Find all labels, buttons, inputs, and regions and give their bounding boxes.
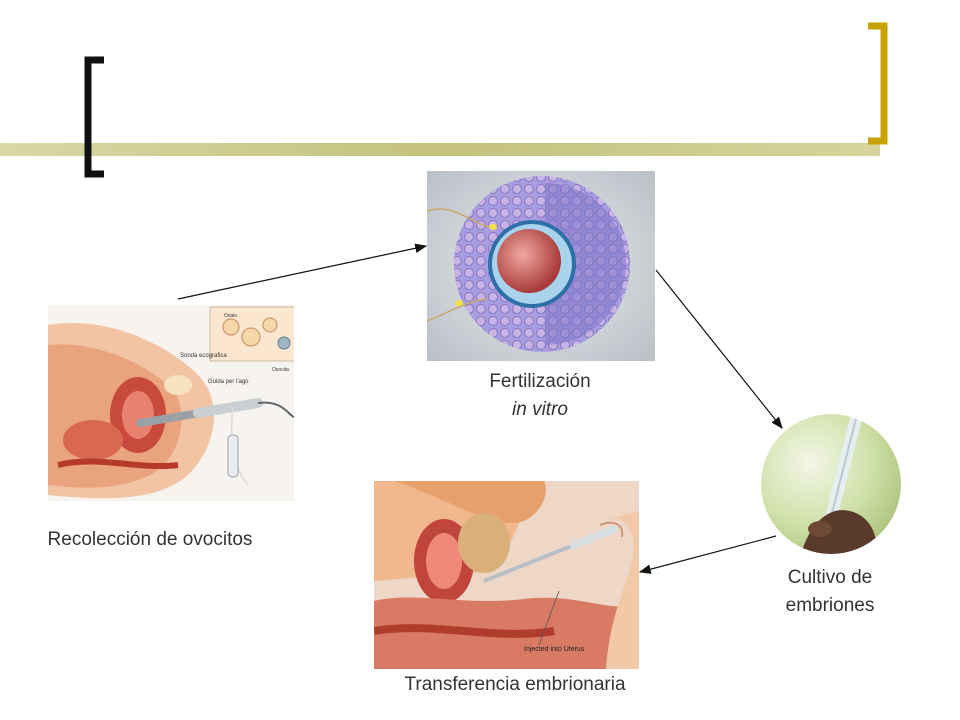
- arrow-cultivo-to-transferencia: [638, 535, 777, 574]
- left-bracket: [84, 56, 104, 178]
- arrow-recoleccion-to-fertilizacion: [177, 243, 428, 300]
- transferencia-caption: Transferencia embrionaria: [380, 671, 650, 699]
- header-band: [0, 143, 880, 156]
- fertilizacion-caption: Fertilización in vitro: [440, 368, 640, 424]
- cultivo-illustration: [761, 414, 901, 554]
- recoleccion-caption: Recolección de ovocitos: [30, 526, 270, 554]
- fertilizacion-illustration: [427, 171, 655, 361]
- sonda-label: Sonda ecografica: [180, 353, 227, 359]
- injected-label: Injected into Uterus: [524, 646, 585, 653]
- right-bracket: [868, 22, 888, 145]
- guida-label: Guida per l'ago: [208, 379, 249, 385]
- transferencia-caption-text: Transferencia embrionaria: [404, 674, 626, 695]
- arrow-fertilizacion-to-cultivo: [655, 269, 783, 429]
- cultivo-caption: Cultivo de embriones: [760, 564, 900, 620]
- ovocita-label: Ovocita: [272, 367, 289, 373]
- fertilizacion-caption-line1: Fertilización: [489, 371, 591, 392]
- cultivo-caption-line1: Cultivo de: [787, 567, 873, 588]
- transferencia-illustration: Injected into Uterus: [374, 481, 639, 669]
- ovaio-label: Ovaio: [224, 313, 237, 319]
- recoleccion-illustration: Sonda ecografica Guida per l'ago Ovaio O…: [48, 305, 294, 501]
- fertilizacion-caption-line2: in vitro: [512, 399, 568, 420]
- recoleccion-caption-text: Recolección de ovocitos: [47, 529, 253, 550]
- cultivo-caption-line2: embriones: [785, 595, 875, 616]
